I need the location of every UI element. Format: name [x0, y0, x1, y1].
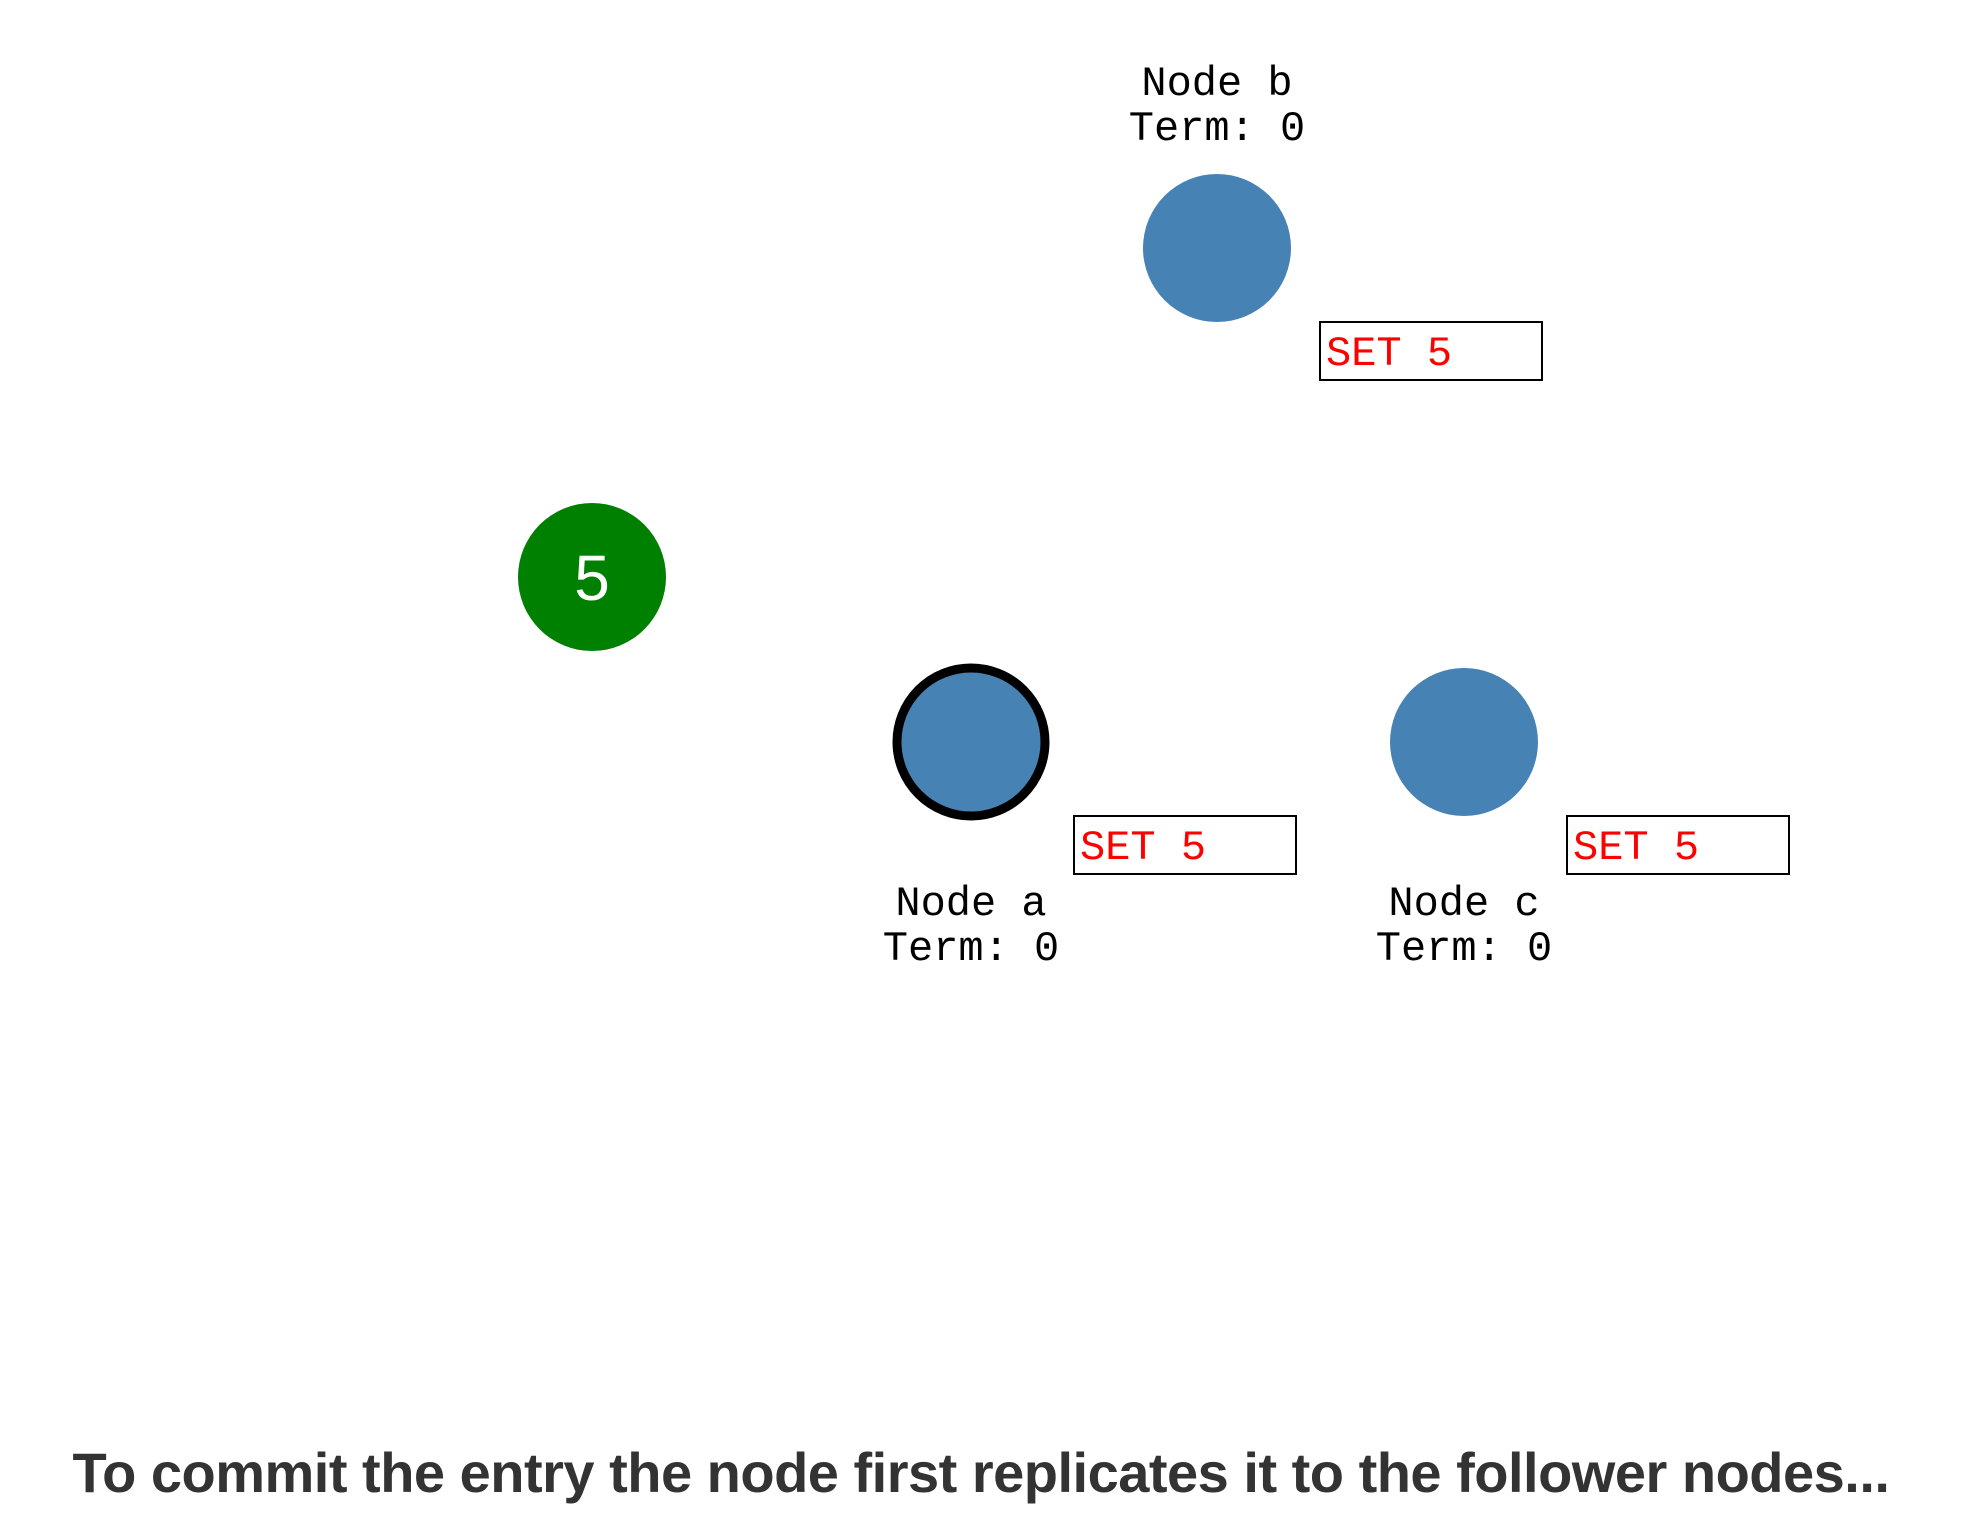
node-a-term: Term: 0: [883, 925, 1059, 973]
node-a-log-entry: SET 5: [1080, 824, 1206, 872]
node-c-log-box: [1566, 815, 1790, 875]
client-value-text: 5: [574, 542, 610, 614]
node-c-circle: [1390, 668, 1538, 816]
node-b: Node b Term: 0 SET 5: [1129, 60, 1543, 381]
node-c: SET 5 Node c Term: 0: [1376, 668, 1790, 973]
node-b-log-entry: SET 5: [1326, 330, 1452, 378]
node-a-circle: [892, 663, 1050, 821]
node-a: SET 5 Node a Term: 0: [883, 663, 1297, 973]
node-c-term: Term: 0: [1376, 925, 1552, 973]
node-b-term: Term: 0: [1129, 105, 1305, 153]
node-b-circle: [1143, 174, 1291, 322]
node-b-label: Node b: [1141, 60, 1292, 108]
node-c-log-entry: SET 5: [1573, 824, 1699, 872]
client-value-circle: [518, 503, 666, 651]
caption: To commit the entry the node first repli…: [72, 1441, 1890, 1504]
node-b-log-box: [1319, 321, 1543, 381]
node-a-log-box: [1073, 815, 1297, 875]
node-c-label: Node c: [1388, 880, 1539, 928]
node-a-label: Node a: [895, 880, 1046, 928]
client-value: 5: [518, 503, 666, 651]
